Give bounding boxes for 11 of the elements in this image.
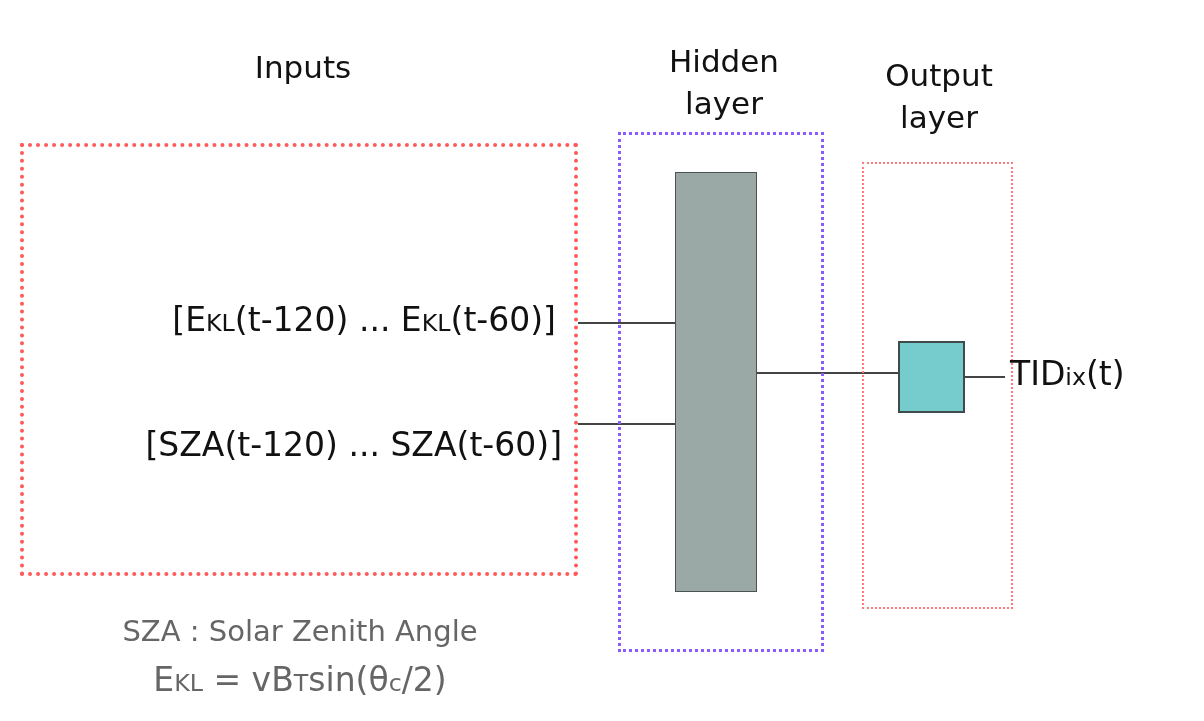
connector-line [756, 372, 899, 374]
connector-line [577, 423, 676, 425]
layer-title: Hidden layer [668, 42, 780, 124]
hidden-layer-bar [675, 172, 757, 592]
input-sequence-text: [SZA(t-120) ... SZA(t-60)] [145, 425, 562, 464]
abbreviation-note: SZA : Solar Zenith Angle [121, 614, 479, 648]
output-node-square [898, 341, 965, 413]
layer-title: Output layer [884, 56, 994, 138]
layer-title: Inputs [253, 48, 353, 88]
connector-line [964, 376, 1006, 378]
connector-line [577, 322, 676, 324]
